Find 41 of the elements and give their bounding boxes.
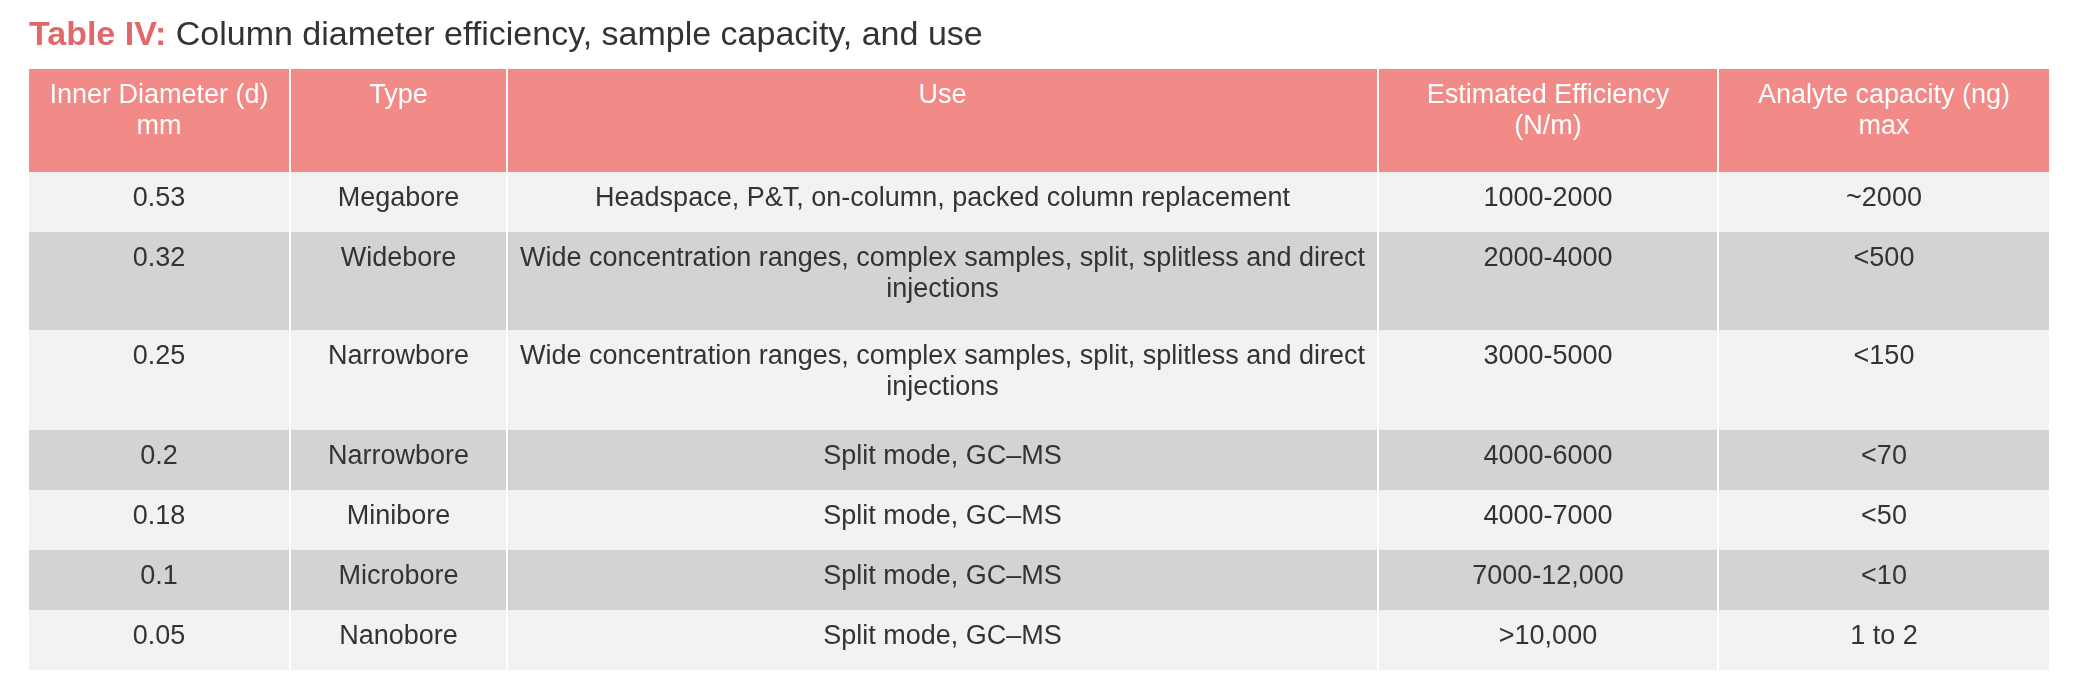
table-cell: Widebore: [290, 232, 507, 330]
table-cell: Wide concentration ranges, complex samples, split, splitless and direct injections: [507, 232, 1378, 330]
table-title: Table IV: Column diameter efficiency, sample capacity, and use: [29, 14, 983, 53]
table-cell: 4000-6000: [1378, 430, 1718, 490]
table-cell: Split mode, GC–MS: [507, 550, 1378, 610]
table-cell: 0.05: [29, 610, 290, 670]
table-cell: >10,000: [1378, 610, 1718, 670]
table-cell: 0.53: [29, 172, 290, 232]
table-cell: Microbore: [290, 550, 507, 610]
table-cell: 0.1: [29, 550, 290, 610]
table-cell: <50: [1718, 490, 2049, 550]
column-header: Inner Diameter (d) mm: [29, 69, 290, 172]
table-cell: 1 to 2: [1718, 610, 2049, 670]
table-cell: Split mode, GC–MS: [507, 610, 1378, 670]
table-cell: 1000-2000: [1378, 172, 1718, 232]
column-header: Analyte capacity (ng) max: [1718, 69, 2049, 172]
table-cell: Split mode, GC–MS: [507, 490, 1378, 550]
table-cell: 0.32: [29, 232, 290, 330]
table-cell: 4000-7000: [1378, 490, 1718, 550]
column-header: Use: [507, 69, 1378, 172]
table-cell: Split mode, GC–MS: [507, 430, 1378, 490]
column-header: Type: [290, 69, 507, 172]
table-cell: 7000-12,000: [1378, 550, 1718, 610]
table-cell: Narrowbore: [290, 430, 507, 490]
table-cell: Megabore: [290, 172, 507, 232]
table-cell: 0.25: [29, 330, 290, 430]
table-cell: Minibore: [290, 490, 507, 550]
table-cell: Narrowbore: [290, 330, 507, 430]
table-cell: Nanobore: [290, 610, 507, 670]
column-header: Estimated Efficiency (N/m): [1378, 69, 1718, 172]
table-cell: 0.18: [29, 490, 290, 550]
table-cell: <70: [1718, 430, 2049, 490]
table-cell: <500: [1718, 232, 2049, 330]
table-cell: <150: [1718, 330, 2049, 430]
table-cell: Headspace, P&T, on-column, packed column replacement: [507, 172, 1378, 232]
table-cell: ~2000: [1718, 172, 2049, 232]
table-cell: <10: [1718, 550, 2049, 610]
table-cell: Wide concentration ranges, complex samples, split, splitless and direct injections: [507, 330, 1378, 430]
table-cell: 0.2: [29, 430, 290, 490]
table-cell: 3000-5000: [1378, 330, 1718, 430]
table-cell: 2000-4000: [1378, 232, 1718, 330]
